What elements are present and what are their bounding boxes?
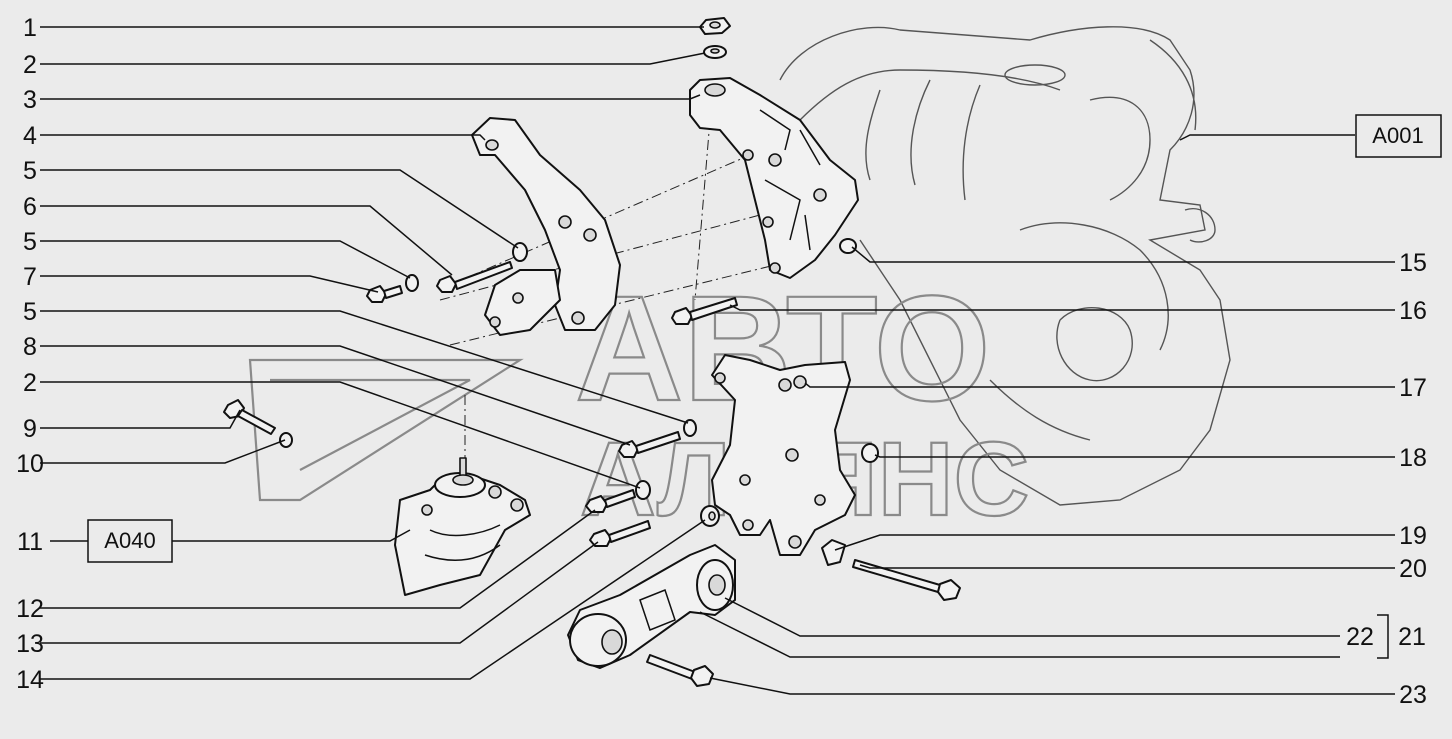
part-bolt-23 xyxy=(646,654,714,687)
callout-label: 2 xyxy=(23,369,37,397)
leader-lines xyxy=(40,26,1395,695)
callout-label: 2 xyxy=(23,51,37,79)
engine-outline xyxy=(779,26,1231,506)
part-torque-rod xyxy=(567,544,736,669)
part-bolt-20 xyxy=(852,559,961,601)
callout-label: 12 xyxy=(16,595,44,623)
callout-label: 18 xyxy=(1399,444,1427,472)
right-callout-labels: 15 16 17 18 19 20 22 21 23 xyxy=(1346,249,1427,709)
callout-label: 9 xyxy=(23,415,37,443)
part-washer-top xyxy=(703,45,727,59)
callout-label: 5 xyxy=(23,157,37,185)
callout-label: 6 xyxy=(23,193,37,221)
left-callout-labels: 1 2 3 4 5 6 5 7 5 8 2 9 10 11 12 13 14 xyxy=(16,14,44,694)
ref-box-mount: A040 xyxy=(87,519,173,563)
part-bushing-14 xyxy=(700,505,720,527)
part-bushing-19 xyxy=(821,539,846,566)
callout-label: 23 xyxy=(1399,681,1427,709)
callout-label: 13 xyxy=(16,630,44,658)
part-lower-bracket xyxy=(711,354,856,556)
part-bolt-7 xyxy=(366,285,403,303)
part-bolt-12 xyxy=(585,489,636,513)
part-bolt-9 xyxy=(223,399,276,435)
part-bolt-8 xyxy=(618,431,681,458)
callout-label: 11 xyxy=(17,528,43,556)
callout-label: 16 xyxy=(1399,297,1427,325)
svg-text:A001: A001 xyxy=(1372,123,1423,148)
callout-label: 22 xyxy=(1346,623,1374,651)
callout-label: 4 xyxy=(23,122,37,150)
callout-label: 7 xyxy=(23,263,37,291)
callout-label: 1 xyxy=(23,14,37,42)
part-upper-bracket xyxy=(689,77,859,279)
part-engine-mount xyxy=(394,457,531,596)
part-bolt-13 xyxy=(589,520,651,547)
callout-label: 10 xyxy=(16,450,44,478)
callout-label: 14 xyxy=(16,666,44,694)
part-bushing-15 xyxy=(839,238,857,254)
callout-label: 5 xyxy=(23,228,37,256)
callout-label: 5 xyxy=(23,298,37,326)
callout-label: 21 xyxy=(1398,623,1426,651)
part-washer-10 xyxy=(279,432,293,448)
callout-label: 3 xyxy=(23,86,37,114)
part-bolt-6 xyxy=(436,261,513,293)
callout-label: 15 xyxy=(1399,249,1427,277)
callout-label: 19 xyxy=(1399,522,1427,550)
part-bushing-18 xyxy=(861,443,879,463)
part-washer-2 xyxy=(635,480,651,500)
part-nut xyxy=(699,17,731,35)
ref-box-engine: A001 xyxy=(1355,114,1442,158)
part-left-bracket xyxy=(471,117,621,336)
part-washer-5b xyxy=(405,274,419,292)
part-bolt-16 xyxy=(671,297,738,325)
part-washer-5c xyxy=(683,419,697,437)
svg-text:A040: A040 xyxy=(104,528,155,553)
callout-label: 20 xyxy=(1399,555,1427,583)
callout-label: 8 xyxy=(23,333,37,361)
callout-label: 17 xyxy=(1399,374,1427,402)
